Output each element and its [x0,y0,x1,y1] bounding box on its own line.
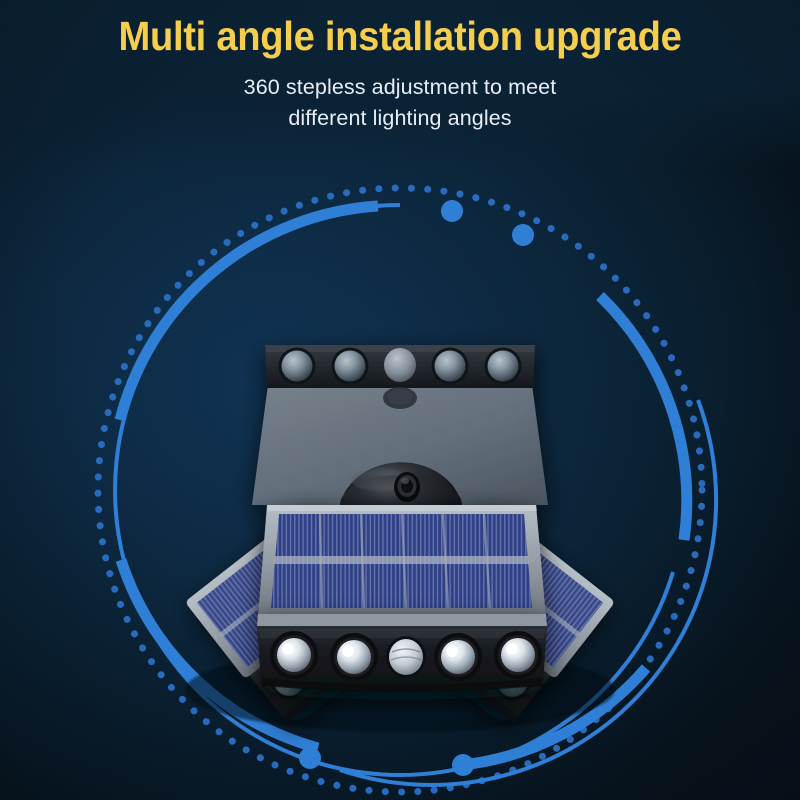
led-lens [281,350,313,382]
led-lens [487,350,519,382]
front-head-leds [270,631,542,681]
solid-orbit-circle-segment-2 [339,399,719,787]
page-title: Multi angle installation upgrade [118,13,682,59]
led-lens [334,350,366,382]
front-head-body-sheen [259,629,545,638]
thick-orbit-arc-right [596,292,693,541]
top-head-leds [278,347,522,385]
pir-sensor-detail [390,656,422,661]
top-head-aux-lens-inner [387,389,413,405]
orbit-node-dot-top [441,200,463,222]
header-block: Multi angle installation upgrade 360 ste… [0,0,800,133]
orbit-node-dot-bottom-left [299,747,321,769]
top-head [252,345,548,505]
orbit-node-dot-bottom-right [452,754,474,776]
subtitle-line-1: 360 stepless adjustment to meet [243,75,557,100]
led-lens [337,640,371,674]
top-head-back-plate [252,385,548,505]
front-head-lip [257,614,547,628]
orbit-node-dot-top-right [512,224,534,246]
front-panel-frame-highlight [267,505,537,511]
dotted-orbit-circle [94,184,706,796]
thick-orbit-arc-bottom-right [461,664,651,771]
front-panel-busbar [274,556,529,564]
front-head [257,614,547,692]
led-lens [501,638,535,672]
page-subtitle: 360 stepless adjustment to meet differen… [0,58,800,133]
led-lens [441,640,475,674]
pir-sensor-detail [391,648,421,653]
thick-orbit-arc-upper-left [114,200,379,422]
led-lens [434,350,466,382]
front-solar-panel [258,505,546,618]
front-head-bottom-shade [262,678,542,692]
front-panel-cell-dividers [318,513,492,609]
pir-motion-sensor [384,348,416,382]
led-lens [277,638,311,672]
subtitle-line-2: different lighting angles [288,105,512,130]
